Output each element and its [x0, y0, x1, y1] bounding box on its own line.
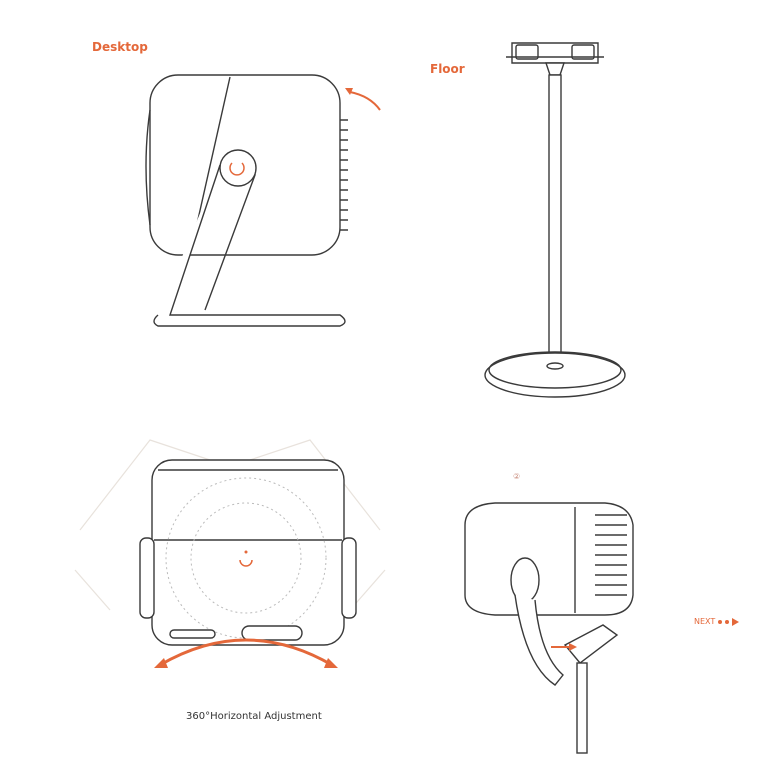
rotation-illustration: [70, 420, 390, 690]
desktop-illustration: [130, 60, 390, 340]
next-label: NEXT: [694, 617, 716, 626]
floor-label: Floor: [430, 62, 465, 76]
desktop-label: Desktop: [92, 40, 148, 54]
next-button[interactable]: NEXT: [694, 617, 740, 626]
floor-stand-illustration: [480, 35, 630, 415]
play-arrow-icon: [732, 617, 740, 626]
step-number: ②: [513, 472, 521, 481]
mounting-illustration: [455, 485, 655, 755]
dot-icon: [718, 619, 723, 624]
rotation-caption: 360°Horizontal Adjustment: [186, 711, 322, 722]
dot-icon: [725, 619, 730, 624]
